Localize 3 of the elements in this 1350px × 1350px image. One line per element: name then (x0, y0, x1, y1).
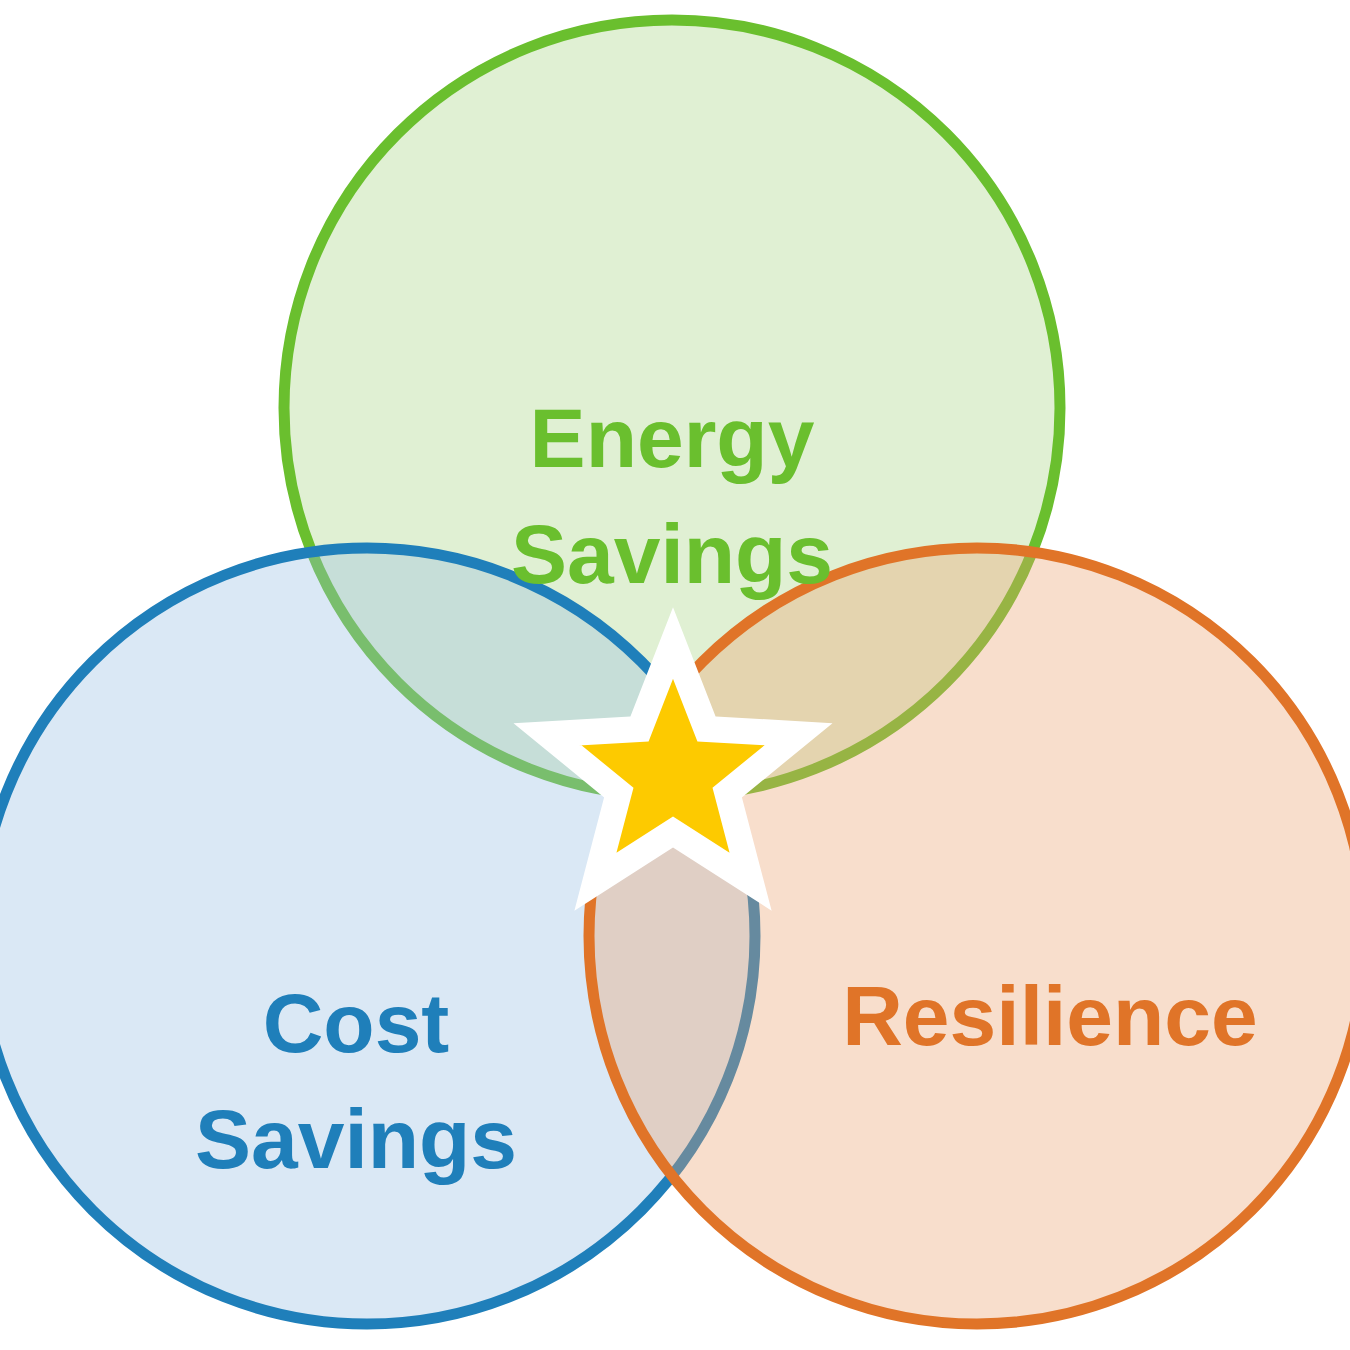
circle-label: Resilience (841, 968, 1259, 1065)
circle-label: Energy Savings (509, 390, 835, 603)
circle-label: Cost Savings (193, 975, 519, 1188)
